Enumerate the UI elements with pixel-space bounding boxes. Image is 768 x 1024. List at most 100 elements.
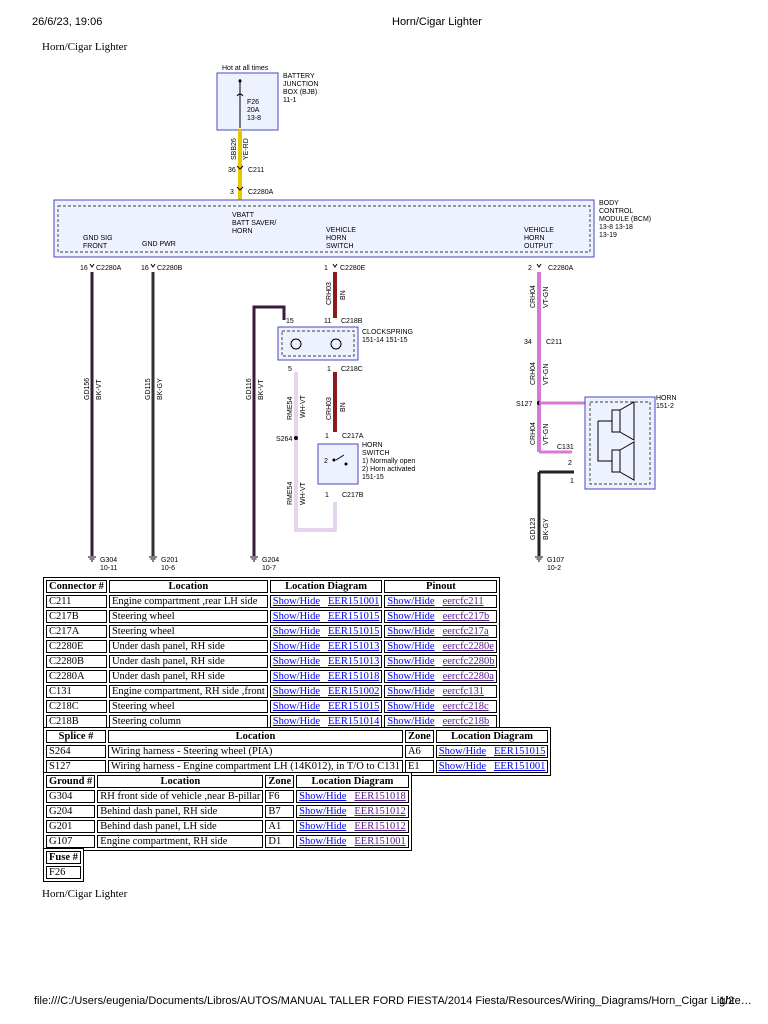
horn-switch-label: HORN [362,442,383,449]
location-diagram-link[interactable]: EER151013 [328,641,380,652]
bcm-vhs-3: SWITCH [326,243,354,250]
splice-diagram-cell: Show/Hide EER151001 [435,760,549,773]
location-diagram-link[interactable]: EER151015 [328,701,380,712]
ground-diagram-link[interactable]: EER151012 [354,821,406,832]
connector-id: C218C [46,700,107,713]
diagram-label: BK-GY [157,378,164,400]
bcm-label-3: MODULE (BCM) [599,216,651,223]
bcm-label-4: 13-8 13-18 [599,224,633,231]
diagram-label: CRH04 [530,422,537,445]
diagram-label: WH-VT [300,481,307,505]
pinout-link[interactable]: eercfc217a [442,626,489,637]
location-diagram-show-hide-link[interactable]: Show/Hide [272,671,320,682]
print-title: Horn/Cigar Lighter [392,16,482,28]
c218c-label: C218C [341,366,363,373]
pinout-link[interactable]: eercfc2280b [442,656,495,667]
c131-label: C131 [557,444,574,451]
diagram-label: BN [340,402,347,412]
pinout-show-hide-link[interactable]: Show/Hide [387,671,435,682]
location-diagram-show-hide-link[interactable]: Show/Hide [272,701,320,712]
pinout-show-hide-link[interactable]: Show/Hide [387,641,435,652]
diagram-label: 2) Horn activated [362,466,415,473]
col-connector: Connector # [46,580,107,593]
pinout-show-hide-link[interactable]: Show/Hide [387,701,435,712]
ground-location: Behind dash panel, RH side [97,805,264,818]
pinout-link[interactable]: eercfc211 [442,596,484,607]
location-diagram-link[interactable]: EER151002 [328,686,380,697]
pin2-name: C2280B [157,265,183,272]
pinout-link[interactable]: eercfc2280e [442,641,494,652]
diagram-label: 1) Normally open [362,458,415,465]
location-diagram-show-hide-link[interactable]: Show/Hide [272,611,320,622]
ground-diagram-show-hide-link[interactable]: Show/Hide [299,791,347,802]
pinout-show-hide-link[interactable]: Show/Hide [387,656,435,667]
pinout-cell: Show/Hide eercfc217a [384,625,498,638]
pinout-show-hide-link[interactable]: Show/Hide [387,626,435,637]
location-diagram-show-hide-link[interactable]: Show/Hide [272,656,320,667]
bcm-vhs-2: HORN [326,235,347,242]
pinout-cell: Show/Hide eercfc2280e [384,640,498,653]
location-diagram-show-hide-link[interactable]: Show/Hide [272,596,320,607]
ground-diagram-show-hide-link[interactable]: Show/Hide [299,821,347,832]
diagram-label: RME54 [287,482,294,505]
location-diagram-link[interactable]: EER151015 [328,626,380,637]
location-diagram-cell: Show/Hide EER151015 [269,625,383,638]
clockspring-label: CLOCKSPRING [362,329,413,336]
splice-diagram-cell: Show/Hide EER151015 [435,745,549,758]
location-diagram-show-hide-link[interactable]: Show/Hide [272,716,320,727]
bcm-vho-1: VEHICLE [524,227,554,234]
bcm-vho-3: OUTPUT [524,243,554,250]
pinout-show-hide-link[interactable]: Show/Hide [387,611,435,622]
pinout-show-hide-link[interactable]: Show/Hide [387,596,435,607]
location-diagram-link[interactable]: EER151015 [328,611,380,622]
location-diagram-link[interactable]: EER151014 [328,716,380,727]
location-diagram-link[interactable]: EER151018 [328,671,380,682]
location-diagram-show-hide-link[interactable]: Show/Hide [272,686,320,697]
splice-diagram-link[interactable]: EER151001 [493,761,546,772]
pinout-show-hide-link[interactable]: Show/Hide [387,716,435,727]
bcm-gndsig-1: GND SIG [83,235,113,242]
ground-location: Engine compartment, RH side [97,835,264,848]
splice-diagram-link[interactable]: EER151015 [493,746,546,757]
ground-zone: F6 [265,790,295,803]
diagram-label: 1 [570,478,574,485]
c218b-label: C218B [341,318,363,325]
splice-zone: A6 [404,745,434,758]
ground-diagram-link[interactable]: EER151012 [354,806,406,817]
location-diagram-show-hide-link[interactable]: Show/Hide [272,641,320,652]
ground-diagram-show-hide-link[interactable]: Show/Hide [299,806,347,817]
diagram-label: GD116 [246,378,253,400]
ground-location: Behind dash panel, LH side [97,820,264,833]
location-diagram-link[interactable]: EER151013 [328,656,380,667]
location-diagram-link[interactable]: EER151001 [328,596,380,607]
pinout-link[interactable]: eercfc218b [442,716,490,727]
pinout-link[interactable]: eercfc131 [442,686,484,697]
splice-diagram-show-hide-link[interactable]: Show/Hide [438,746,486,757]
splice-table: Splice # Location Zone Location Diagram … [43,727,552,776]
ground-diagram-link[interactable]: EER151018 [354,791,406,802]
ground-diagram-show-hide-link[interactable]: Show/Hide [299,836,347,847]
pinout-cell: Show/Hide eercfc2280a [384,670,498,683]
bcm-label-5: 13-19 [599,232,617,239]
diagram-label: 1 [327,366,331,373]
splice-location: Wiring harness - Steering wheel (PIA) [108,745,403,758]
pinout-link[interactable]: eercfc218c [442,701,489,712]
ground-diagram-link[interactable]: EER151001 [354,836,406,847]
pin2-num: 16 [141,265,149,272]
pinout-show-hide-link[interactable]: Show/Hide [387,686,435,697]
pinout-link[interactable]: eercfc217b [442,611,490,622]
ground-zone: B7 [265,805,295,818]
connector-id: C131 [46,685,107,698]
location-diagram-show-hide-link[interactable]: Show/Hide [272,626,320,637]
diagram-label: GD123 [530,518,537,540]
diagram-label: WH-VT [300,394,307,418]
s264-label: S264 [276,436,292,443]
splice-diagram-show-hide-link[interactable]: Show/Hide [438,761,486,772]
diagram-label: 1 [325,433,329,440]
pinout-link[interactable]: eercfc2280a [442,671,494,682]
